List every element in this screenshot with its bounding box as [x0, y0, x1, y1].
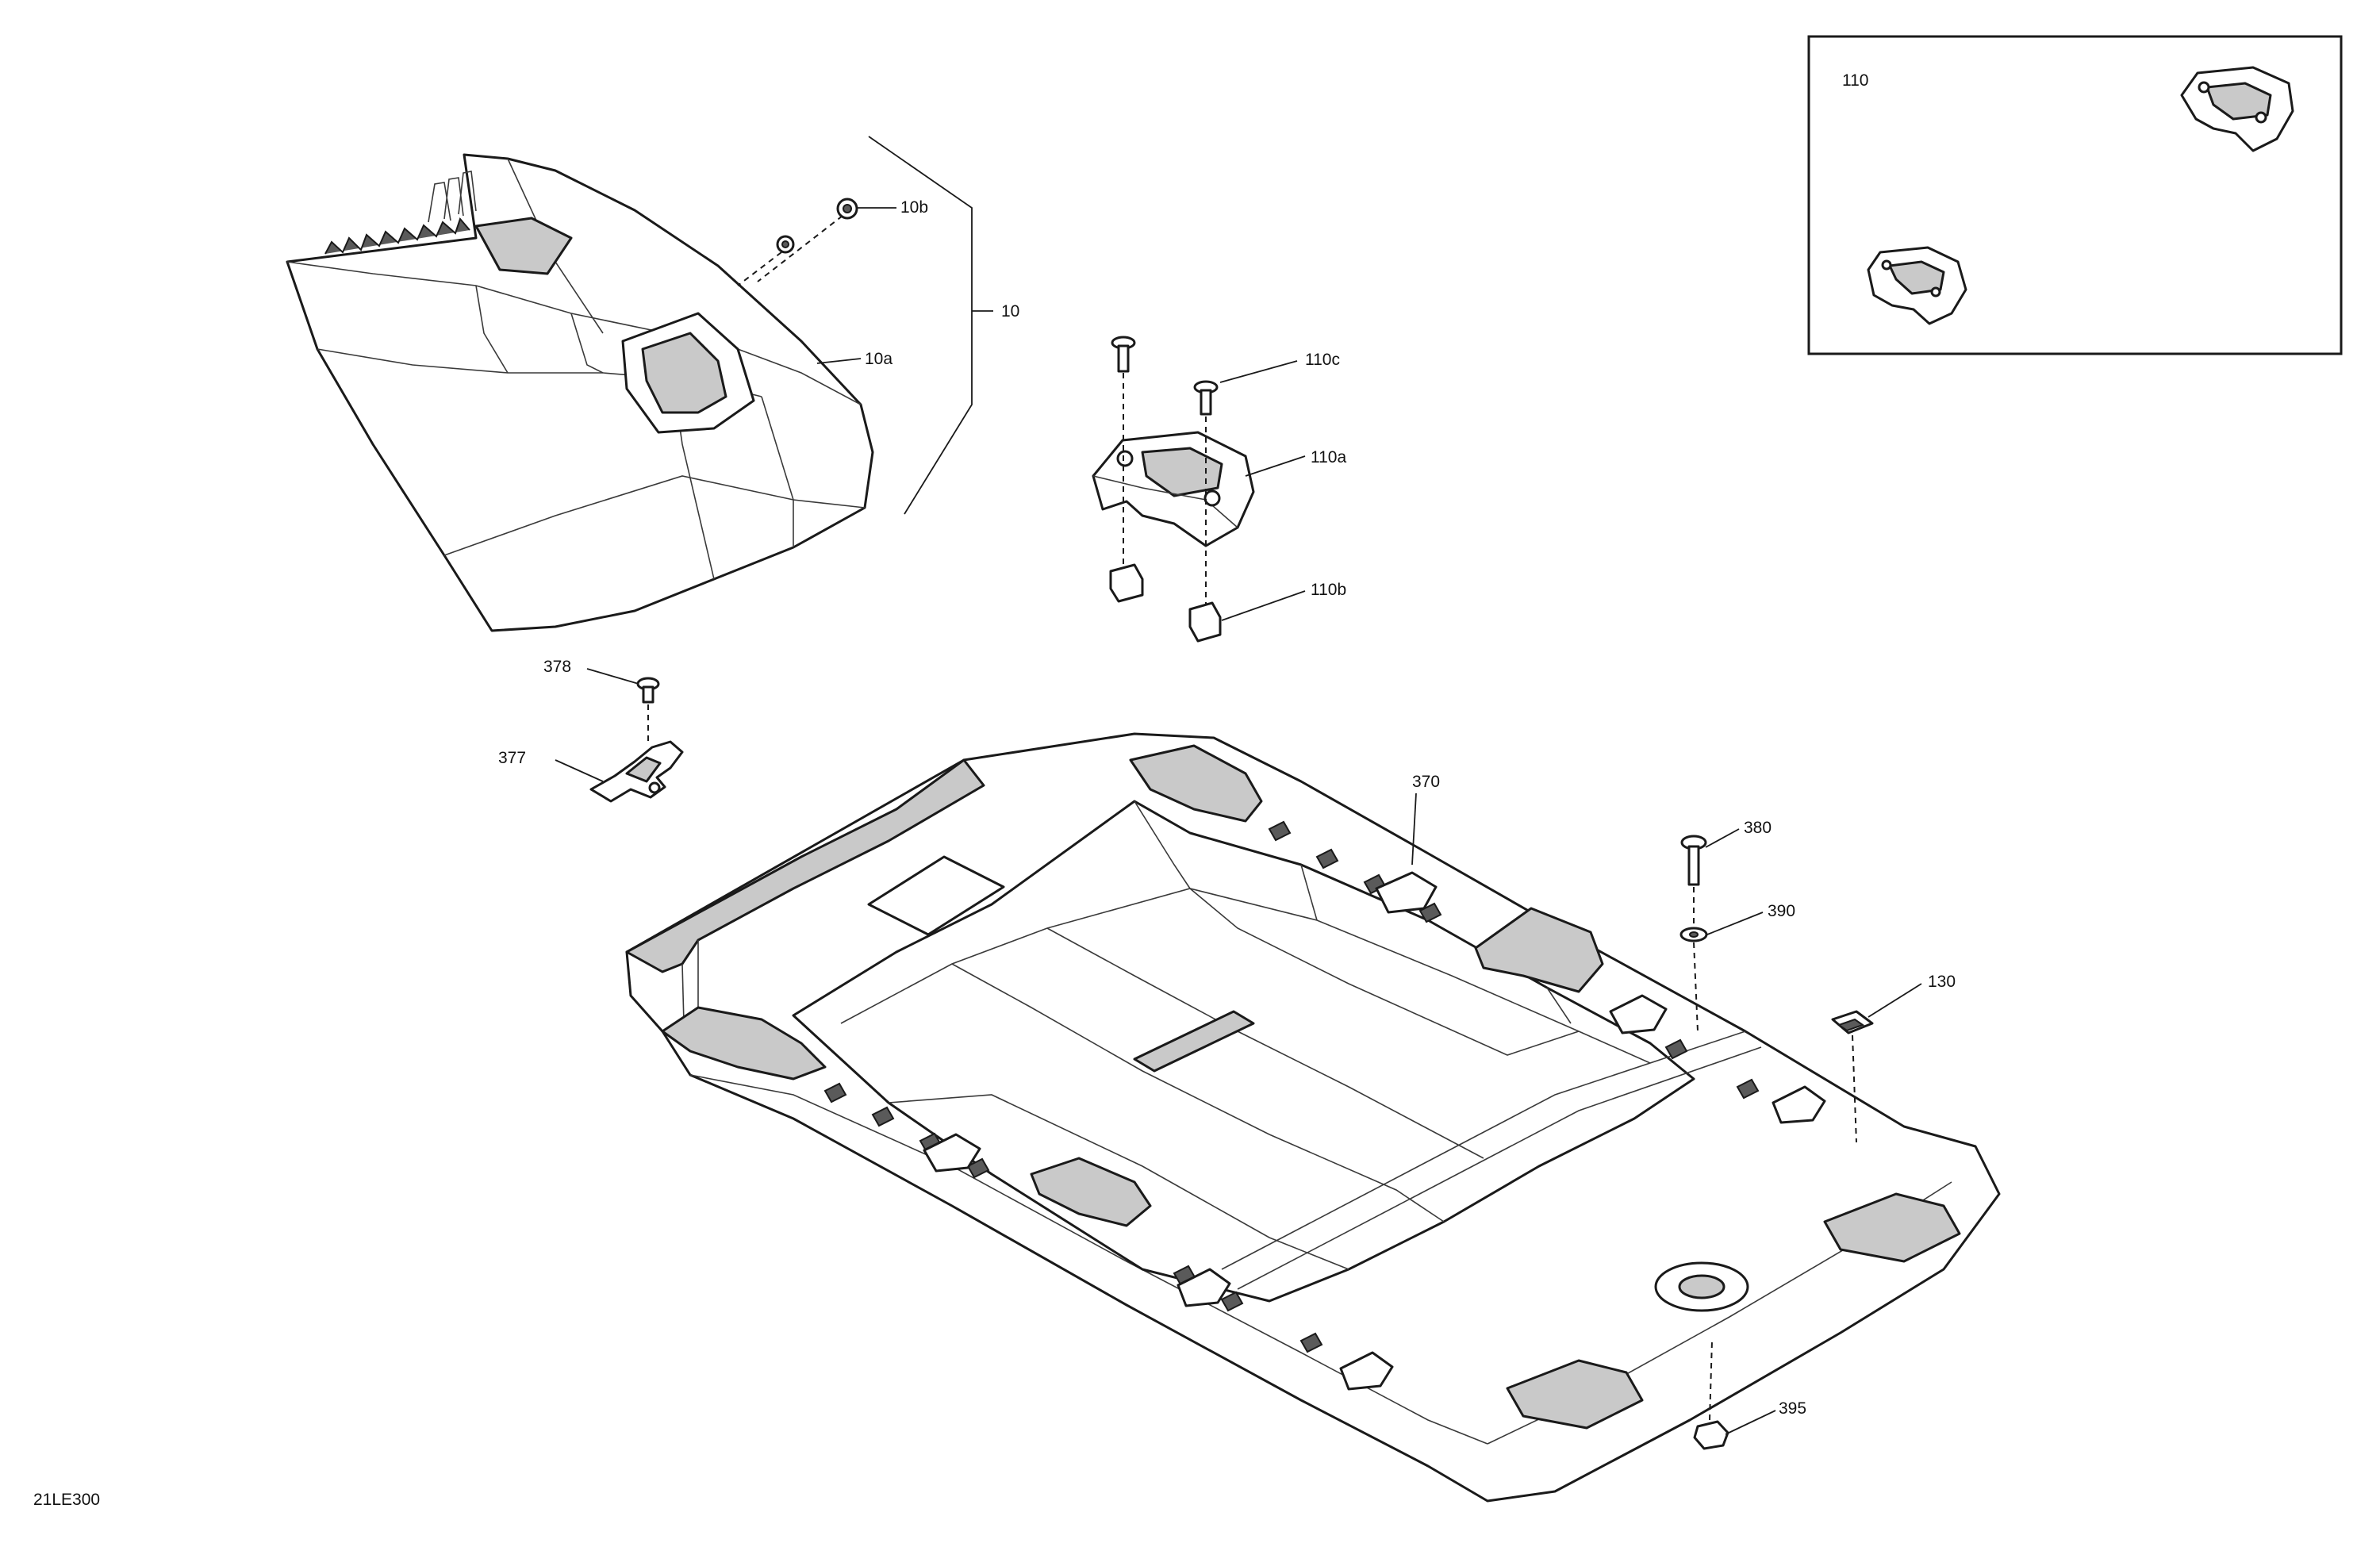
part-110c-screws[interactable] — [1111, 336, 1219, 416]
dash-line-130 — [1852, 1034, 1857, 1143]
part-110b-nuts[interactable] — [1109, 563, 1222, 643]
callout-10: 10 — [1001, 302, 1019, 320]
dash-line-395 — [1709, 1340, 1713, 1421]
part-390-washer[interactable] — [1679, 927, 1708, 942]
part-377-clamp[interactable] — [589, 740, 684, 803]
callout-110a: 110a — [1311, 448, 1346, 466]
leader-10a — [816, 358, 862, 364]
part-378-screw[interactable] — [636, 677, 660, 704]
callout-370: 370 — [1412, 773, 1440, 791]
bracket-10 — [868, 136, 973, 515]
leader-110b — [1221, 590, 1306, 621]
dash-line-10b-2 — [737, 251, 782, 286]
inset-label-110: 110 — [1842, 71, 1868, 90]
callout-395: 395 — [1779, 1399, 1806, 1418]
leader-377 — [555, 759, 604, 782]
figure-reference: 21LE300 — [33, 1491, 100, 1509]
part-380-bolt[interactable] — [1680, 835, 1707, 886]
leader-390 — [1706, 912, 1764, 935]
leader-370 — [1411, 793, 1417, 866]
part-10b-screws[interactable] — [776, 198, 858, 254]
callout-378: 378 — [543, 658, 571, 676]
callout-10a: 10a — [865, 350, 892, 368]
leader-110c — [1219, 360, 1298, 383]
leader-380 — [1705, 828, 1740, 848]
callout-130: 130 — [1928, 973, 1956, 991]
leader-378 — [586, 668, 639, 685]
part-395-nut[interactable] — [1693, 1420, 1729, 1450]
callout-110b: 110b — [1311, 581, 1346, 599]
dash-line-390 — [1693, 942, 1699, 1032]
inset-handle-bottom[interactable] — [1867, 246, 1967, 325]
leader-395 — [1725, 1410, 1776, 1435]
part-110a-handle[interactable] — [1092, 431, 1255, 547]
leader-110a — [1245, 455, 1306, 477]
callout-110c: 110c — [1305, 351, 1340, 369]
part-130-clip[interactable] — [1831, 1010, 1874, 1034]
inset-handle-top[interactable] — [2180, 66, 2294, 152]
leader-130 — [1868, 983, 1922, 1018]
callout-10b: 10b — [900, 198, 928, 217]
callout-377: 377 — [498, 749, 526, 767]
dash-line-10b — [757, 215, 843, 282]
inset-box-110: 110 — [1807, 35, 2343, 355]
callout-390: 390 — [1768, 902, 1795, 920]
part-10a-cover[interactable] — [286, 153, 874, 632]
part-370-cargo-floor[interactable] — [625, 732, 2001, 1503]
callout-380: 380 — [1744, 819, 1772, 837]
